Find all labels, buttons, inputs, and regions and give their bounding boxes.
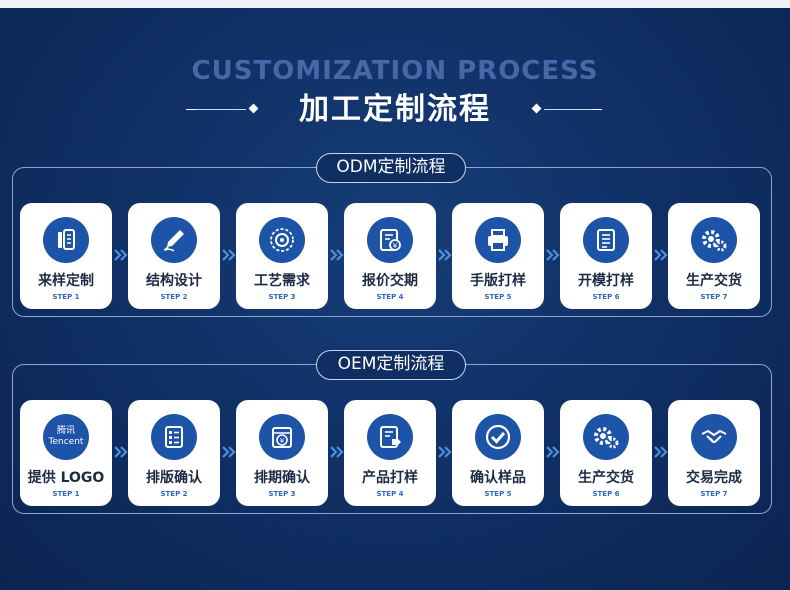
gears-icon bbox=[691, 217, 737, 263]
heading-right-line bbox=[544, 109, 592, 110]
step-title: 工艺需求 bbox=[254, 273, 310, 289]
step-number: STEP 7 bbox=[700, 293, 728, 301]
oem-step-card[interactable]: 排版确认 STEP 2 bbox=[128, 400, 220, 506]
svg-text:¥: ¥ bbox=[393, 242, 398, 250]
oem-step-card[interactable]: ¥ 排期确认 STEP 3 bbox=[236, 400, 328, 506]
oem-steps: 腾讯 Tencent 提供 LOGO STEP 1 排版确认 STEP 2 bbox=[20, 400, 780, 510]
english-heading: CUSTOMIZATION PROCESS bbox=[191, 56, 599, 86]
odm-label: ODM定制流程 bbox=[316, 153, 466, 183]
schedule-yen-icon: ¥ bbox=[259, 414, 305, 460]
step-number: STEP 3 bbox=[268, 490, 296, 498]
odm-step-card[interactable]: 手版打样 STEP 5 bbox=[452, 203, 544, 309]
check-circle-icon bbox=[475, 414, 521, 460]
double-chevron-icon bbox=[222, 446, 236, 458]
heading-left-line bbox=[196, 109, 246, 110]
double-chevron-icon bbox=[330, 446, 344, 458]
sample-tube-icon bbox=[43, 217, 89, 263]
step-number: STEP 5 bbox=[484, 293, 512, 301]
step-title: 报价交期 bbox=[362, 273, 418, 289]
step-title: 生产交货 bbox=[686, 273, 742, 289]
step-number: STEP 4 bbox=[376, 293, 404, 301]
odm-step-card[interactable]: 来样定制 STEP 1 bbox=[20, 203, 112, 309]
step-title: 排期确认 bbox=[254, 470, 310, 486]
double-chevron-icon bbox=[114, 249, 128, 261]
double-chevron-icon bbox=[654, 249, 668, 261]
odm-step-card[interactable]: 生产交货 STEP 7 bbox=[668, 203, 760, 309]
svg-text:¥: ¥ bbox=[280, 437, 285, 445]
oem-step-card[interactable]: 交易完成 STEP 7 bbox=[668, 400, 760, 506]
heading-left-end bbox=[186, 109, 196, 110]
double-chevron-icon bbox=[222, 249, 236, 261]
logo-text-en: Tencent bbox=[48, 437, 84, 447]
step-number: STEP 6 bbox=[592, 490, 620, 498]
odm-step-card[interactable]: 结构设计 STEP 2 bbox=[128, 203, 220, 309]
odm-step-card[interactable]: ¥ 报价交期 STEP 4 bbox=[344, 203, 436, 309]
step-title: 生产交货 bbox=[578, 470, 634, 486]
odm-step-card[interactable]: 开模打样 STEP 6 bbox=[560, 203, 652, 309]
document-list-icon bbox=[583, 217, 629, 263]
step-title: 提供 LOGO bbox=[27, 470, 105, 486]
gears-icon bbox=[583, 414, 629, 460]
double-chevron-icon bbox=[546, 249, 560, 261]
step-number: STEP 2 bbox=[160, 490, 188, 498]
odm-step-card[interactable]: 工艺需求 STEP 3 bbox=[236, 203, 328, 309]
logo-text-cn: 腾讯 bbox=[56, 426, 75, 436]
step-number: STEP 4 bbox=[376, 490, 404, 498]
oem-step-card[interactable]: 腾讯 Tencent 提供 LOGO STEP 1 bbox=[20, 400, 112, 506]
document-tag-icon bbox=[367, 414, 413, 460]
step-title: 结构设计 bbox=[146, 273, 202, 289]
double-chevron-icon bbox=[654, 446, 668, 458]
double-chevron-icon bbox=[546, 446, 560, 458]
step-title: 来样定制 bbox=[38, 273, 94, 289]
double-chevron-icon bbox=[438, 446, 452, 458]
checklist-icon bbox=[151, 414, 197, 460]
pen-nib-icon bbox=[151, 217, 197, 263]
step-title: 手版打样 bbox=[470, 273, 526, 289]
step-title: 确认样品 bbox=[470, 470, 526, 486]
step-title: 排版确认 bbox=[146, 470, 202, 486]
odm-steps: 来样定制 STEP 1 结构设计 STEP 2 工艺需求 bbox=[20, 203, 780, 313]
step-title: 产品打样 bbox=[362, 470, 418, 486]
tencent-logo: 腾讯 Tencent bbox=[49, 426, 84, 448]
double-chevron-icon bbox=[114, 446, 128, 458]
top-strip bbox=[0, 0, 790, 8]
step-title: 交易完成 bbox=[686, 470, 742, 486]
handshake-icon bbox=[691, 414, 737, 460]
tencent-logo-icon: 腾讯 Tencent bbox=[43, 414, 89, 460]
step-title: 开模打样 bbox=[578, 273, 634, 289]
double-chevron-icon bbox=[330, 249, 344, 261]
heading-row: 加工定制流程 bbox=[0, 90, 790, 130]
step-number: STEP 2 bbox=[160, 293, 188, 301]
step-number: STEP 7 bbox=[700, 490, 728, 498]
step-number: STEP 5 bbox=[484, 490, 512, 498]
double-chevron-icon bbox=[438, 249, 452, 261]
printer-icon bbox=[475, 217, 521, 263]
step-number: STEP 1 bbox=[52, 293, 80, 301]
gear-badge-icon bbox=[259, 217, 305, 263]
step-number: STEP 3 bbox=[268, 293, 296, 301]
oem-step-card[interactable]: 生产交货 STEP 6 bbox=[560, 400, 652, 506]
step-number: STEP 6 bbox=[592, 293, 620, 301]
oem-label: OEM定制流程 bbox=[316, 350, 466, 380]
page-title: 加工定制流程 bbox=[299, 92, 491, 127]
step-number: STEP 1 bbox=[52, 490, 80, 498]
heading-right-end bbox=[592, 109, 602, 110]
oem-step-card[interactable]: 确认样品 STEP 5 bbox=[452, 400, 544, 506]
oem-step-card[interactable]: 产品打样 STEP 4 bbox=[344, 400, 436, 506]
quote-document-icon: ¥ bbox=[367, 217, 413, 263]
